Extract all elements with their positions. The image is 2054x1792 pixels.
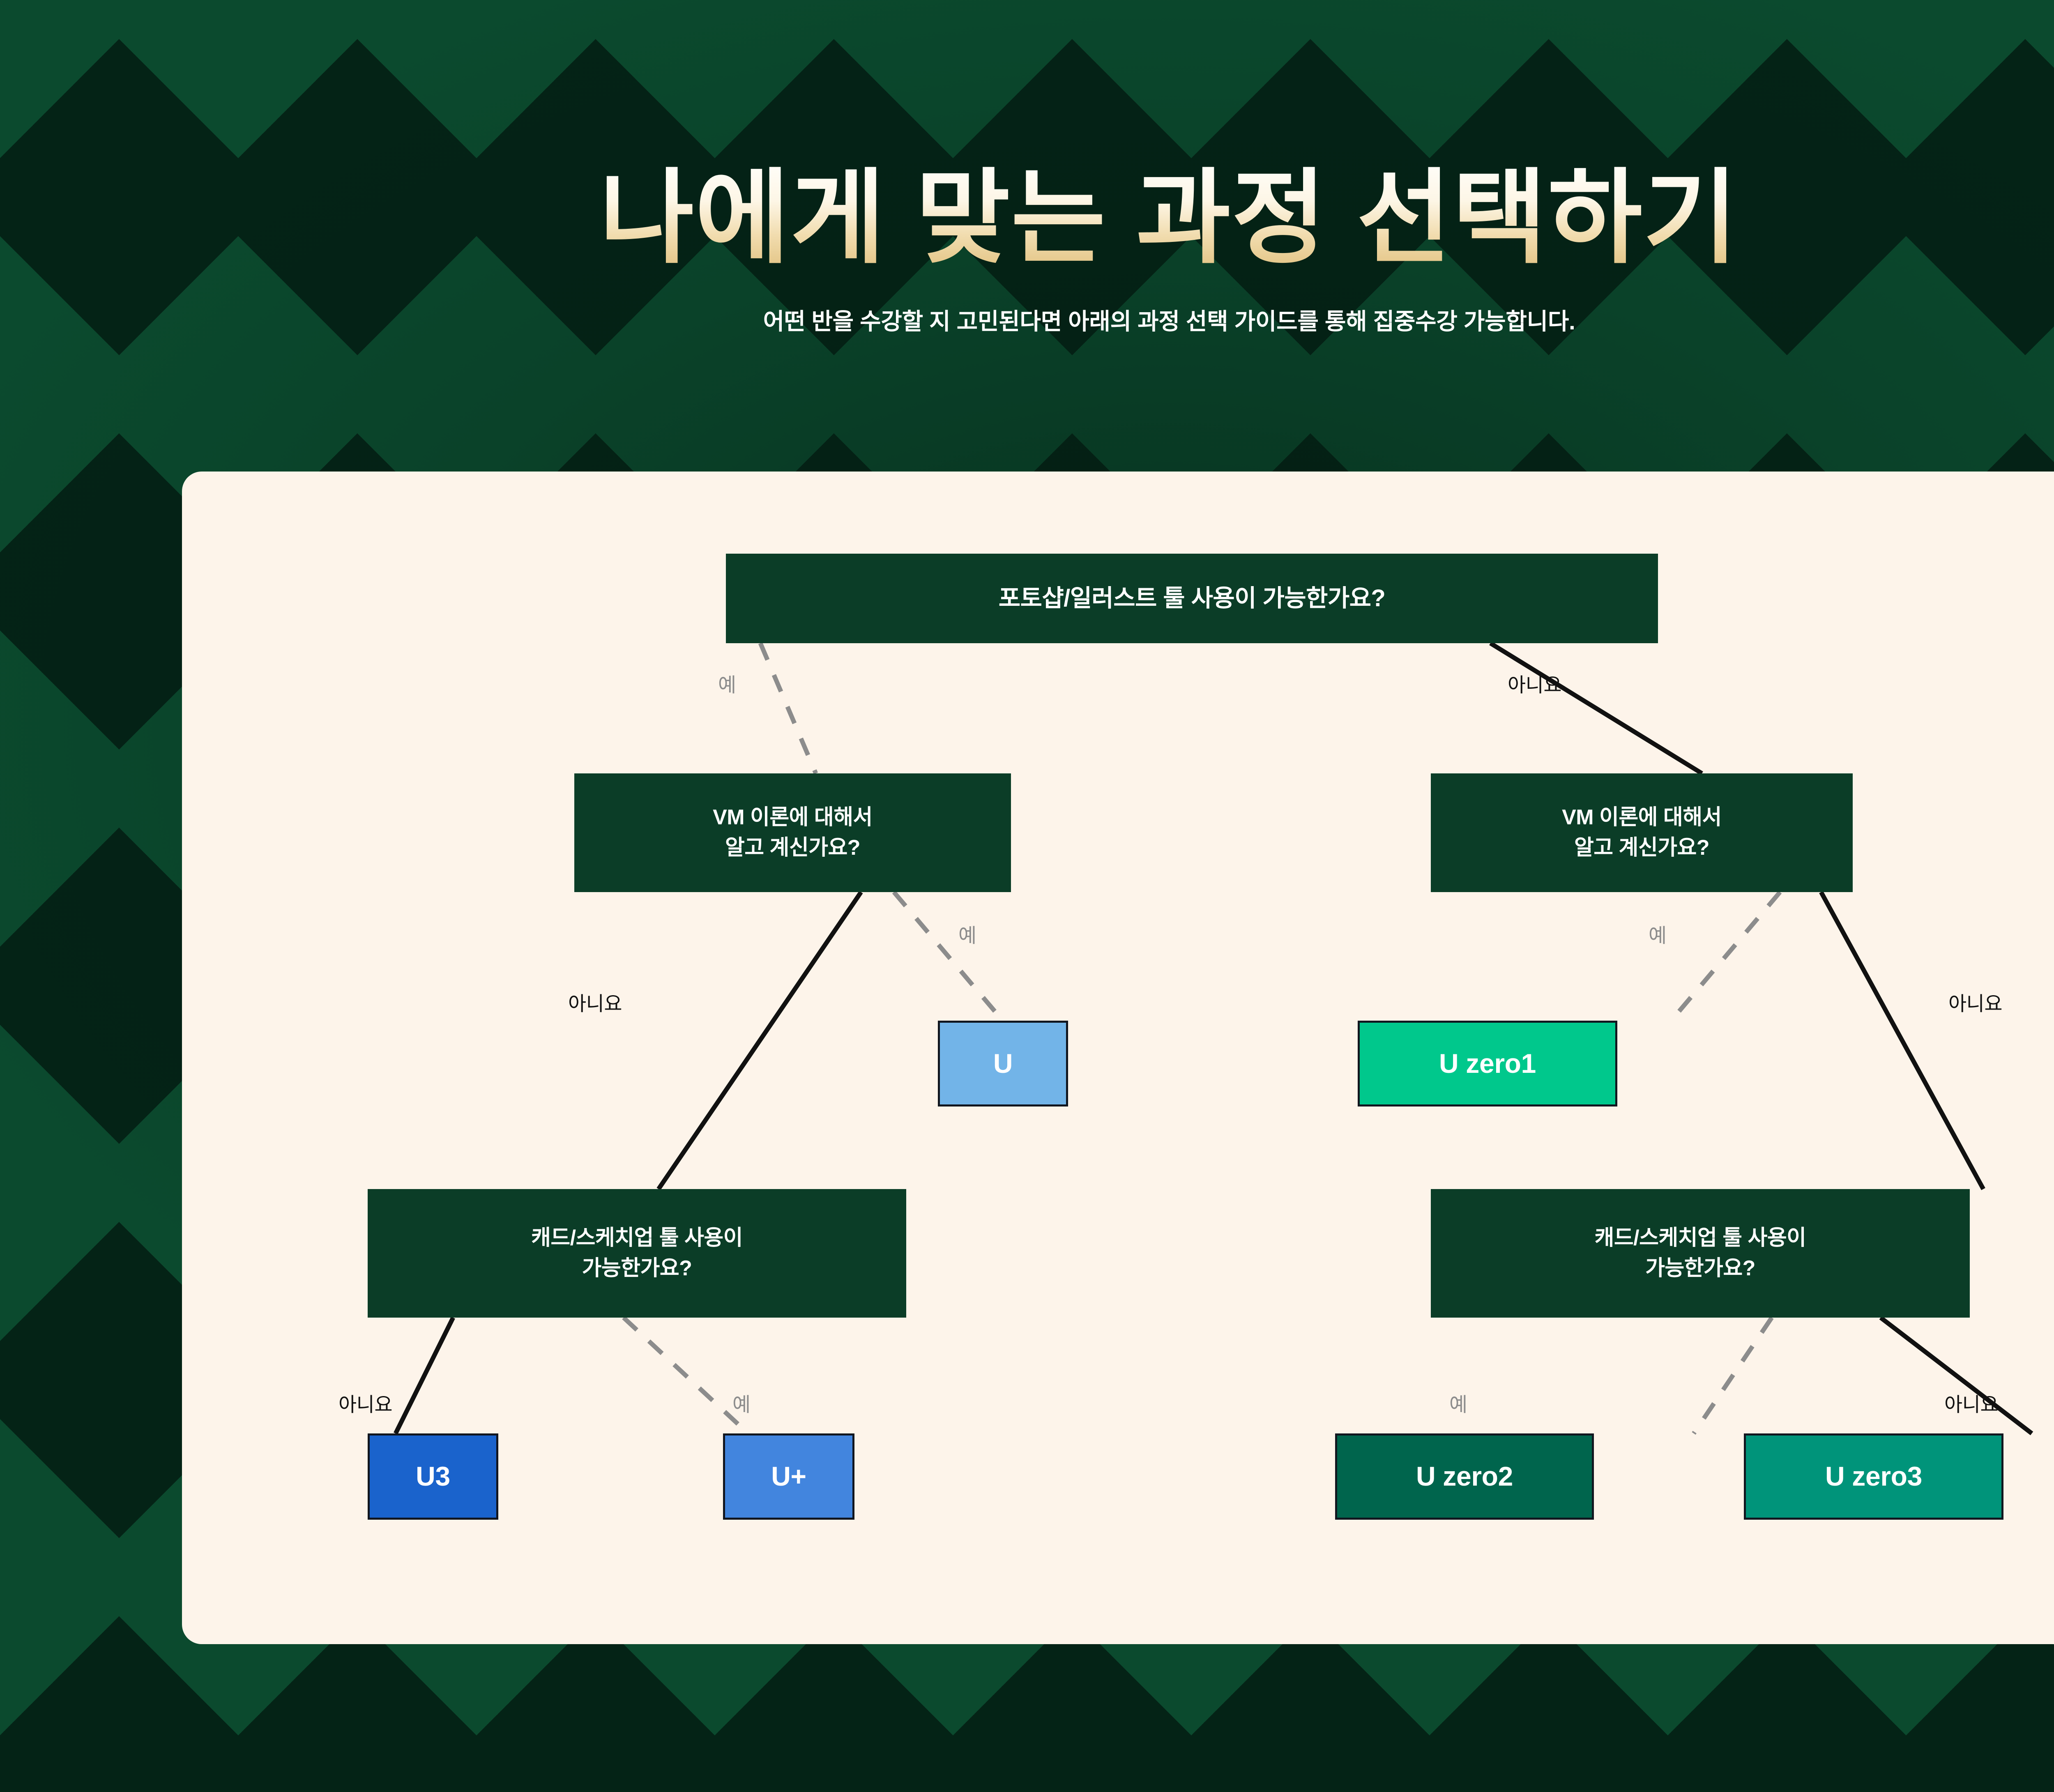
edge-vm-left-to-cad-left: [656, 890, 863, 1191]
edge-cad-left-to-u3: [394, 1316, 455, 1435]
result-node-u3[interactable]: U3: [368, 1433, 498, 1520]
edge-label-cad-left-yes: 예: [732, 1394, 751, 1416]
question-node-vm-theory-left[interactable]: VM 이론에 대해서 알고 계신가요?: [574, 773, 1011, 892]
edge-root-to-vm-left: [758, 642, 818, 775]
page-title: 나에게 맞는 과정 선택하기: [0, 164, 2054, 272]
edge-vm-right-to-uzero1: [1669, 890, 1782, 1022]
result-node-u-zero1[interactable]: U zero1: [1358, 1021, 1617, 1106]
edge-root-to-vm-right: [1489, 641, 1703, 775]
edge-cad-right-to-uzero2: [1692, 1316, 1774, 1435]
edge-label-vm-left-yes: 예: [958, 925, 976, 947]
edge-label-vm-right-no: 아니요: [1948, 993, 2003, 1015]
result-node-u-zero3[interactable]: U zero3: [1744, 1433, 2003, 1520]
edge-label-root-no: 아니요: [1508, 674, 1562, 696]
question-node-cad-sketchup-left[interactable]: 캐드/스케치업 툴 사용이 가능한가요?: [368, 1189, 906, 1318]
edge-label-root-yes: 예: [718, 674, 736, 696]
edge-vm-left-to-u: [892, 890, 1005, 1022]
page-subtitle: 어떤 반을 수강할 지 고민된다면 아래의 과정 선택 가이드를 통해 집중수강…: [763, 308, 1575, 334]
edge-label-cad-right-yes: 예: [1449, 1394, 1467, 1416]
result-node-u-zero2[interactable]: U zero2: [1335, 1433, 1594, 1520]
edge-label-vm-left-no: 아니요: [568, 993, 622, 1015]
header: 나에게 맞는 과정 선택하기 어떤 반을 수강할 지 고민된다면 아래의 과정 …: [0, 164, 2054, 336]
flowchart-card: 포토샵/일러스트 툴 사용이 가능한가요? VM 이론에 대해서 알고 계신가요…: [182, 472, 2054, 1644]
question-node-vm-theory-right[interactable]: VM 이론에 대해서 알고 계신가요?: [1431, 773, 1853, 892]
edge-cad-left-to-uplus: [622, 1316, 750, 1435]
question-node-cad-sketchup-right[interactable]: 캐드/스케치업 툴 사용이 가능한가요?: [1431, 1189, 1970, 1318]
result-node-u-plus[interactable]: U+: [723, 1433, 854, 1520]
question-node-photoshop-illustrator[interactable]: 포토샵/일러스트 툴 사용이 가능한가요?: [726, 554, 1658, 643]
edge-label-cad-left-no: 아니요: [338, 1394, 393, 1416]
edge-label-cad-right-no: 아니요: [1944, 1394, 1999, 1416]
result-node-u[interactable]: U: [938, 1021, 1068, 1106]
edge-vm-right-to-cad-right: [1819, 891, 1985, 1190]
edge-label-vm-right-yes: 예: [1649, 925, 1667, 947]
